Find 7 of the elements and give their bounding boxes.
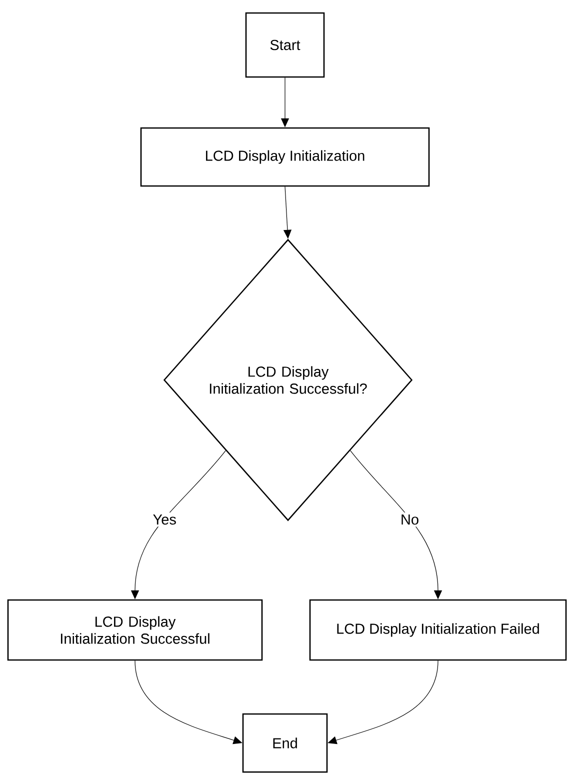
process-box: LCD Display Initialization: [140, 127, 430, 187]
process-box: LCD Display Initialization Successful: [7, 599, 263, 661]
process-box: End: [242, 713, 328, 773]
process-box: Start: [245, 12, 325, 78]
process-box: LCD Display Initialization Failed: [309, 599, 567, 661]
edge-label: Yes: [150, 512, 178, 527]
edge-label: No: [398, 512, 422, 527]
